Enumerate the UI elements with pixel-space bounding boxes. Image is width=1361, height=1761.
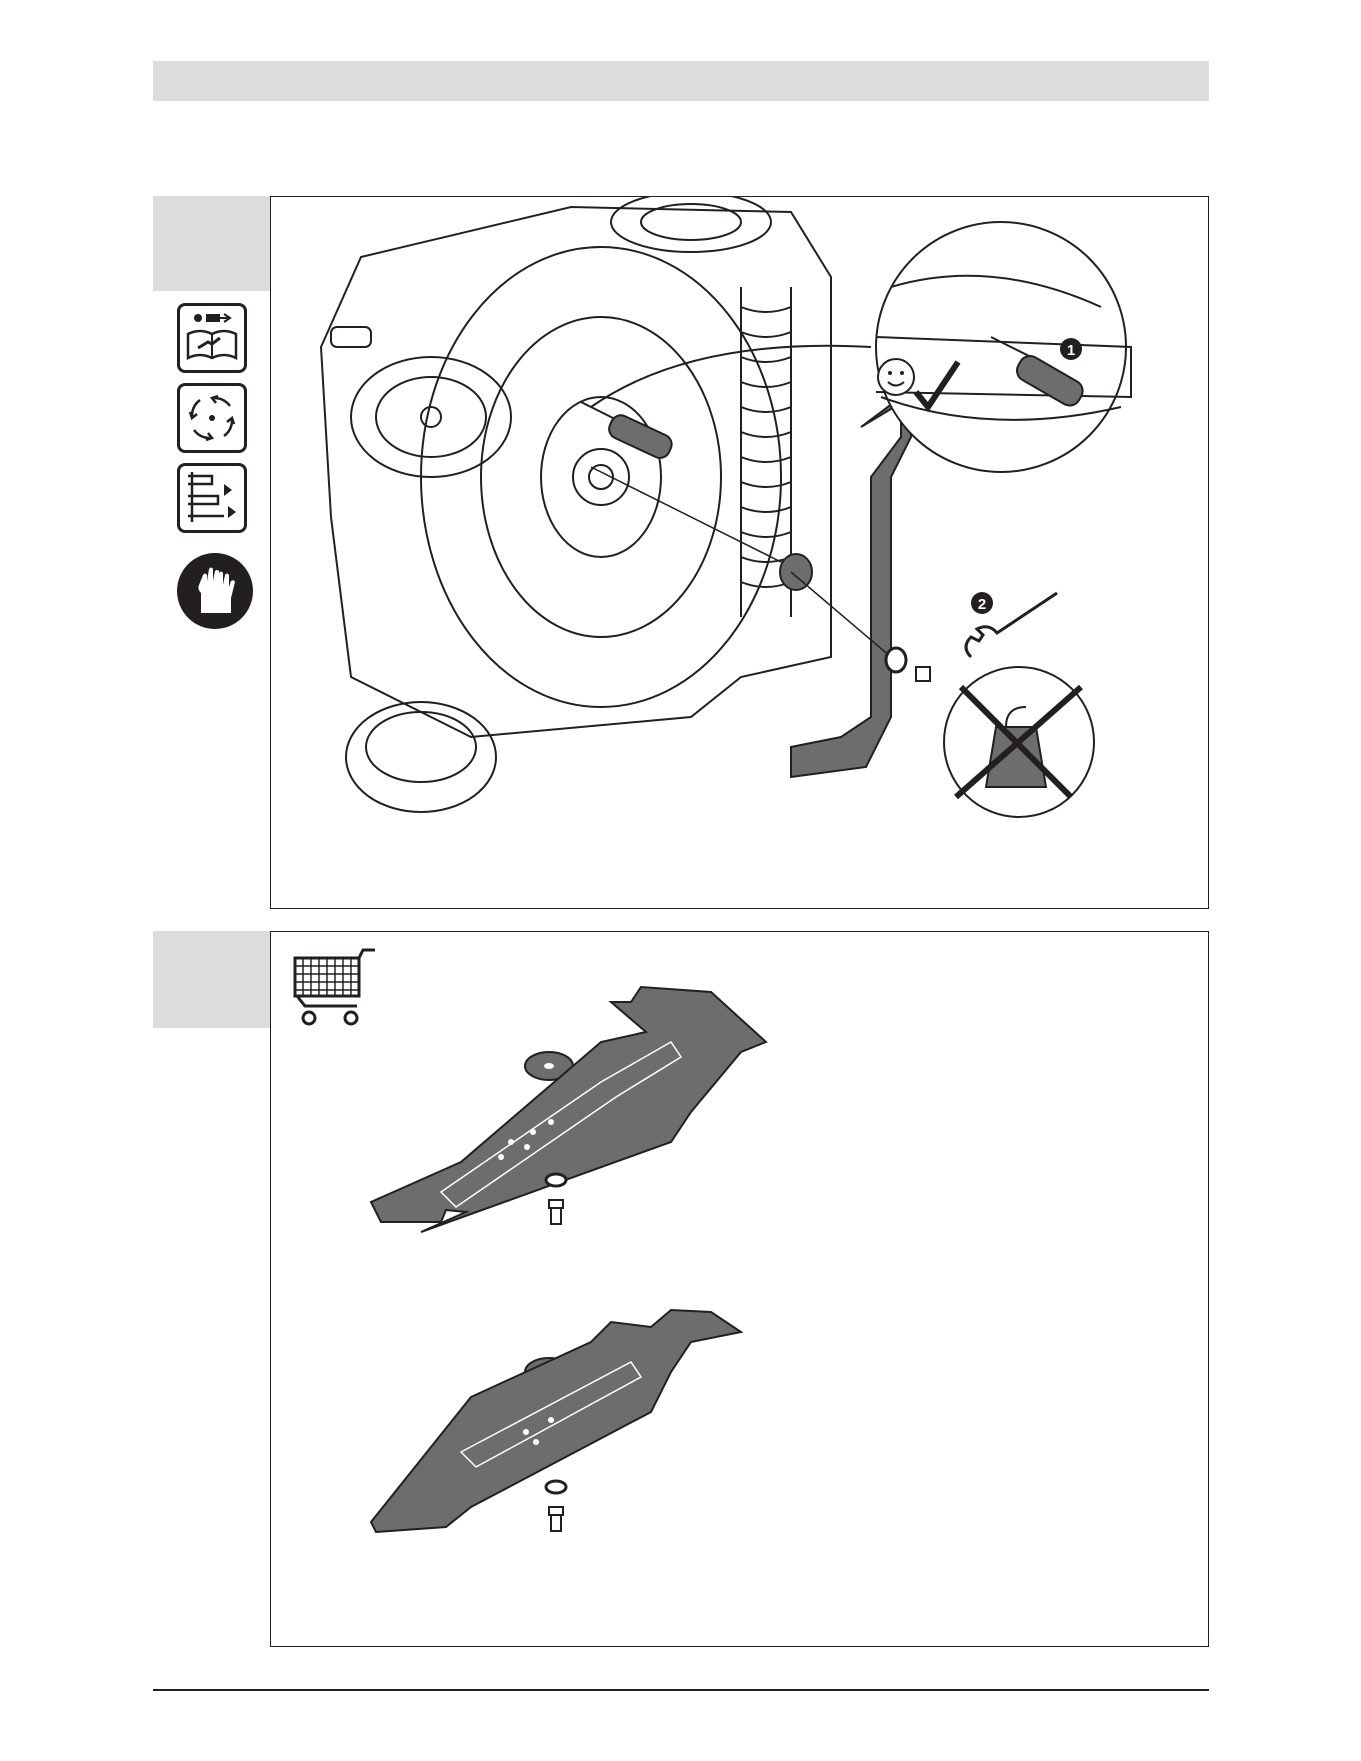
wear-gloves-icon xyxy=(177,553,253,629)
section-tab-1 xyxy=(153,196,271,291)
section-tab-2 xyxy=(153,931,271,1028)
cutting-height-icon xyxy=(177,463,247,533)
spare-parts-figure xyxy=(270,931,1209,1647)
blade-rotation-icon xyxy=(177,383,247,453)
figure-label-2: 2 xyxy=(978,596,986,613)
blade-removal-figure: 2 1 xyxy=(270,196,1209,909)
figure-label-1: 1 xyxy=(1067,342,1075,359)
footer-rule xyxy=(153,1689,1209,1691)
blade-type-a xyxy=(371,987,766,1232)
disconnect-and-read-manual-icon xyxy=(177,303,247,373)
header-bar xyxy=(153,61,1209,101)
blade-type-b xyxy=(371,1310,741,1532)
shopping-cart-icon xyxy=(295,950,375,1024)
